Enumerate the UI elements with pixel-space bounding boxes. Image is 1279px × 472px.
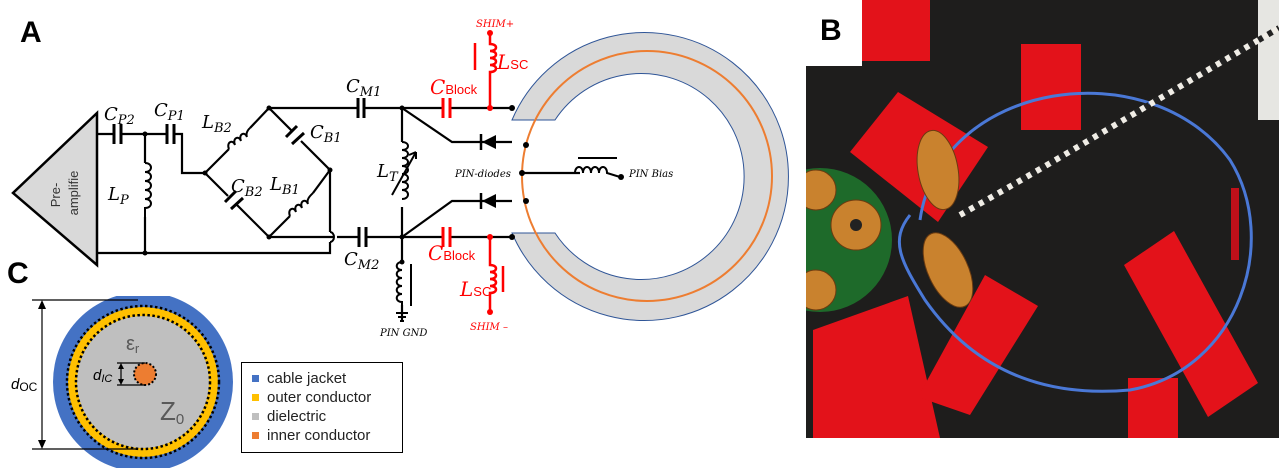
label-cp1: CP1 (154, 100, 185, 124)
label-epsilon: εr (126, 333, 140, 356)
shim-chokes (473, 33, 505, 312)
panel-label-b: B (806, 0, 862, 66)
label-shim-minus: SHIM – (470, 322, 508, 333)
inductor-lt (401, 141, 409, 200)
label-pin-gnd: PIN GND (379, 328, 427, 339)
inductor-lb1 (288, 192, 314, 217)
label-lb1: LB1 (269, 174, 300, 198)
toroid-inductors (806, 129, 974, 311)
coax-cross-section: dOC dIC εr Z0 (11, 296, 233, 468)
preamplifier: Pre- amplifie (11, 110, 99, 268)
label-cp2: CP2 (104, 104, 135, 128)
inner-conductor (133, 362, 157, 386)
label-cm2: CM2 (344, 249, 379, 273)
legend-item-outer-conductor: outer conductor (252, 388, 402, 407)
legend-item-dielectric: dielectric (252, 407, 402, 426)
label-lsc-top: LSC (496, 50, 528, 74)
label-d-ic: dIC (93, 367, 112, 385)
capacitor-cp1 (165, 124, 176, 144)
label-cb1: CB1 (310, 122, 342, 146)
dimension-lines (32, 299, 145, 450)
label-cb2: CB2 (231, 176, 263, 200)
pin-diodes (479, 134, 496, 209)
swatch-icon (252, 413, 259, 420)
capacitor-cb1 (284, 124, 306, 146)
label-shim-plus: SHIM+ (476, 19, 514, 30)
label-d-oc: dOC (11, 376, 38, 394)
circuit-schematic: Pre- amplifie (11, 19, 789, 339)
capacitor-cm2 (357, 227, 368, 247)
diode-top (482, 135, 496, 149)
inductor-pin-bias (574, 166, 621, 178)
inductor-lb2 (227, 127, 251, 150)
panel-label-c: C (7, 257, 29, 290)
capacitor-cp2 (112, 124, 123, 144)
photo-illustration (806, 0, 1279, 438)
label-pin-bias: PIN Bias (628, 169, 673, 180)
label-cm1: CM1 (346, 76, 381, 100)
label-lb2: LB2 (201, 112, 232, 136)
inductors (144, 127, 621, 306)
panel-label-a: A (20, 16, 42, 49)
coil-photo: B (806, 0, 1279, 438)
cable-legend: cable jacket outer conductor dielectric … (241, 362, 403, 453)
capacitors (112, 98, 368, 247)
preamp-label-2: amplifie (66, 171, 81, 216)
variable-arrow (391, 151, 417, 196)
label-lp: LP (107, 184, 129, 208)
swatch-icon (252, 375, 259, 382)
swatch-icon (252, 432, 259, 439)
capacitor-cblock-bottom (441, 227, 452, 247)
label-cblock-bottom: CBlock (428, 241, 476, 265)
legend-item-inner-conductor: inner conductor (252, 426, 402, 445)
diode-bottom (482, 194, 496, 208)
capacitor-cblock-top (441, 98, 452, 118)
swatch-icon (252, 394, 259, 401)
capacitor-cb2 (223, 189, 245, 211)
block-capacitors (441, 98, 452, 247)
label-lt: LT (376, 161, 399, 185)
ground-icon (396, 312, 408, 322)
label-pin-diodes: PIN-diodes (454, 169, 511, 180)
label-lsc-bottom: LSC (459, 277, 491, 301)
label-z0: Z0 (160, 396, 184, 428)
label-cblock-top: CBlock (430, 75, 478, 99)
inductor-pin-gnd (395, 261, 403, 305)
junctions (142, 105, 624, 265)
capacitor-cm1 (356, 98, 366, 118)
blue-loop-wire (897, 91, 1253, 393)
preamp-label-1: Pre- (48, 183, 63, 208)
inductor-lp (144, 162, 152, 217)
legend-item-cable-jacket: cable jacket (252, 369, 402, 388)
